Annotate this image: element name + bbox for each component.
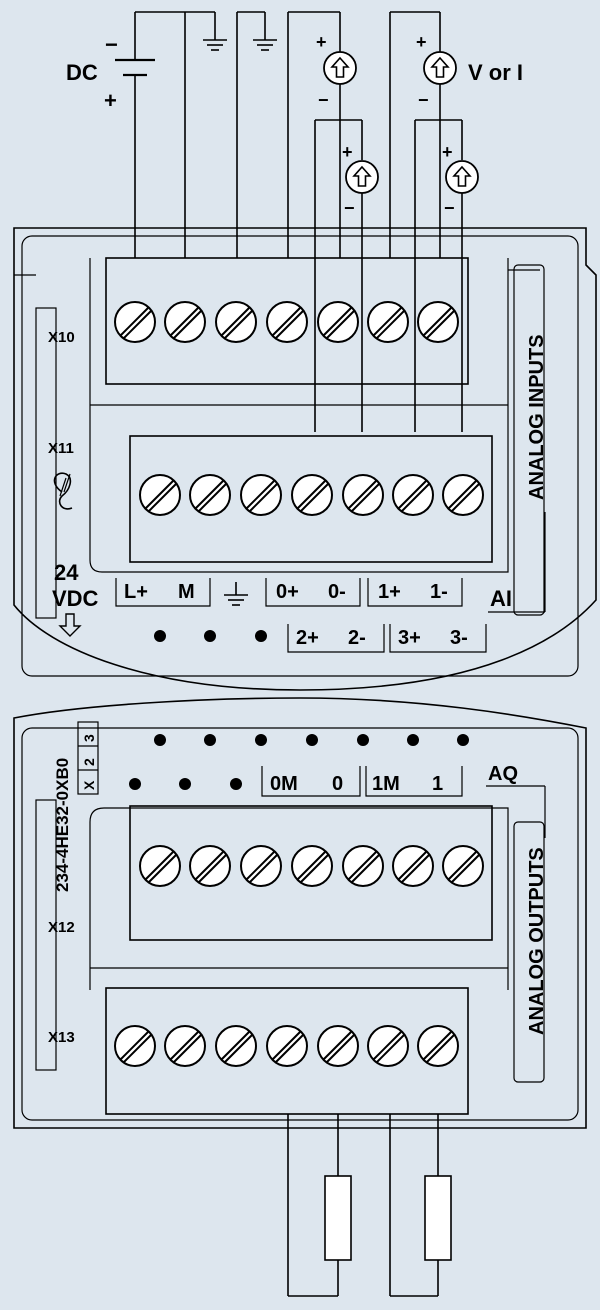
- resistor-icon: [424, 1175, 452, 1261]
- terminal-label-lplus: L+: [124, 581, 148, 603]
- aq-label: AQ: [488, 763, 518, 785]
- bottom-module: [13, 697, 587, 1129]
- terminal-label-0: 0: [332, 773, 343, 795]
- terminal-label-1plus: 1+: [378, 581, 401, 603]
- terminal-block-x11: [129, 435, 493, 563]
- terminal-screws-x11: [139, 474, 484, 516]
- sensor-icon: [345, 160, 379, 194]
- screw-terminal-icon[interactable]: [317, 301, 359, 343]
- dc-minus-label: −: [105, 32, 118, 57]
- screw-terminal-icon[interactable]: [392, 474, 434, 516]
- resistor-icon: [324, 1175, 352, 1261]
- sensor-icon: [323, 51, 357, 85]
- screw-terminal-icon[interactable]: [189, 474, 231, 516]
- screw-terminal-icon[interactable]: [417, 1025, 459, 1067]
- screw-terminal-icon[interactable]: [442, 845, 484, 887]
- external-wiring-bottom: [287, 1114, 439, 1297]
- terminal-screws-x13: [114, 1025, 459, 1067]
- screw-terminal-icon[interactable]: [342, 845, 384, 887]
- screw-terminal-icon[interactable]: [291, 845, 333, 887]
- ground-icon: [202, 39, 228, 51]
- screw-terminal-icon[interactable]: [189, 845, 231, 887]
- screw-terminal-icon[interactable]: [240, 845, 282, 887]
- sensor-icon: [423, 51, 457, 85]
- sensor-minus-label: −: [318, 90, 329, 110]
- x10-label: X10: [48, 329, 75, 346]
- terminal-label-0m: 0M: [270, 773, 298, 795]
- sensor-plus-label: +: [316, 32, 327, 52]
- terminal-block-x12: [129, 805, 493, 941]
- terminal-screws-x10: [114, 301, 459, 343]
- screw-terminal-icon[interactable]: [291, 474, 333, 516]
- screw-terminal-icon[interactable]: [317, 1025, 359, 1067]
- box-x-label: X: [81, 780, 97, 790]
- box-3-label: 3: [81, 734, 97, 742]
- sensor-plus-label: +: [416, 32, 427, 52]
- v-or-i-label: V or I: [468, 60, 523, 85]
- terminal-label-1minus: 1-: [430, 581, 448, 603]
- terminal-label-3minus: 3-: [450, 627, 468, 649]
- sensor-minus-label: −: [444, 198, 455, 218]
- led-dots-top: [154, 630, 267, 642]
- terminal-label-2minus: 2-: [348, 627, 366, 649]
- vdc-24-label: 24: [54, 560, 79, 585]
- part-number-label: 234-4HE32-0XB0: [53, 758, 72, 892]
- sensor-icon: [445, 160, 479, 194]
- terminal-label-0minus: 0-: [328, 581, 346, 603]
- terminal-block-x10: [105, 257, 469, 385]
- terminal-label-3plus: 3+: [398, 627, 421, 649]
- screw-terminal-icon[interactable]: [164, 301, 206, 343]
- sensor-plus-label: +: [442, 142, 453, 162]
- screw-terminal-icon[interactable]: [417, 301, 459, 343]
- screw-terminal-icon[interactable]: [367, 301, 409, 343]
- terminal-label-m: M: [178, 581, 195, 603]
- sensor-minus-label: −: [418, 90, 429, 110]
- terminal-label-2plus: 2+: [296, 627, 319, 649]
- screw-terminal-icon[interactable]: [342, 474, 384, 516]
- screw-terminal-icon[interactable]: [114, 1025, 156, 1067]
- led-dots-bottom-row1: [154, 734, 469, 746]
- screw-terminal-icon[interactable]: [266, 301, 308, 343]
- sensor-minus-label: −: [344, 198, 355, 218]
- screw-terminal-icon[interactable]: [392, 845, 434, 887]
- screw-terminal-icon[interactable]: [367, 1025, 409, 1067]
- screw-terminal-icon[interactable]: [215, 1025, 257, 1067]
- vdc-label: VDC: [52, 586, 99, 611]
- terminal-label-1: 1: [432, 773, 443, 795]
- analog-outputs-label: ANALOG OUTPUTS: [526, 847, 548, 1035]
- screw-terminal-icon[interactable]: [164, 1025, 206, 1067]
- box-2-label: 2: [81, 758, 97, 766]
- terminal-label-0plus: 0+: [276, 581, 299, 603]
- dc-plus-label: +: [104, 88, 117, 113]
- arrow-down-icon: [58, 613, 82, 637]
- sensor-plus-label: +: [342, 142, 353, 162]
- ul-mark-icon: [53, 472, 73, 510]
- led-dots-bottom-row2: [129, 778, 242, 790]
- dc-label: DC: [66, 60, 98, 85]
- screw-terminal-icon[interactable]: [139, 845, 181, 887]
- terminal-screws-x12: [139, 845, 484, 887]
- screw-terminal-icon[interactable]: [139, 474, 181, 516]
- analog-inputs-label: ANALOG INPUTS: [526, 334, 548, 500]
- ground-icon: [252, 39, 278, 51]
- x11-label: X11: [48, 440, 74, 457]
- screw-terminal-icon[interactable]: [114, 301, 156, 343]
- ai-label: AI: [490, 586, 512, 611]
- screw-terminal-icon[interactable]: [266, 1025, 308, 1067]
- screw-terminal-icon[interactable]: [442, 474, 484, 516]
- screw-terminal-icon[interactable]: [240, 474, 282, 516]
- terminal-label-1m: 1M: [372, 773, 400, 795]
- external-wiring-top: [115, 11, 479, 432]
- x13-label: X13: [48, 1029, 75, 1046]
- ground-icon: [223, 594, 249, 606]
- terminal-block-x13: [105, 987, 469, 1115]
- x12-label: X12: [48, 919, 75, 936]
- screw-terminal-icon[interactable]: [215, 301, 257, 343]
- top-module: [13, 227, 597, 691]
